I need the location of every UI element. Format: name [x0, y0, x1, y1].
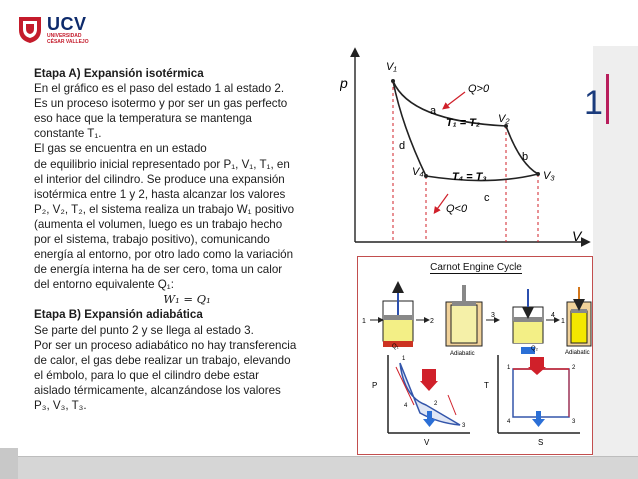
isotherm-cold-curve — [425, 173, 539, 182]
step-label-4: 4 — [551, 312, 555, 319]
carnot-title-text: Carnot Engine Cycle — [430, 262, 522, 274]
isotherm-hot-label: T₁ = T₂ — [446, 117, 480, 129]
pv-diagram: p V V₁ V₂ V₃ V₄ Q>0 Q<0 a b c — [339, 46, 593, 256]
carnot-title: Carnot Engine Cycle — [358, 262, 594, 274]
state-point-1 — [391, 79, 395, 83]
text-line: P₃, V₃, T₃. — [34, 398, 87, 412]
path-label-b: b — [522, 151, 528, 163]
text-line: El gas se encuentra en un estado — [34, 142, 207, 156]
v1-label: V₁ — [386, 61, 397, 73]
pv-mini-x-label: V — [424, 438, 430, 447]
bottom-strip — [0, 456, 638, 479]
text-line: En el gráfico es el paso del estado 1 al… — [34, 82, 285, 96]
heat-out-label: Q<0 — [446, 203, 468, 215]
logo-subtitle-line2: CÉSAR VALLEJO — [47, 39, 89, 45]
text-line: aislado térmicamente, alcanzándose los v… — [34, 383, 281, 397]
slide-number: 1 — [584, 84, 603, 122]
ts-mini-plot — [497, 355, 580, 434]
adiabatic-label-1: Adiabatic — [450, 351, 475, 357]
ts-mini-point-1: 1 — [507, 365, 511, 371]
v-axis-label: V — [572, 228, 583, 244]
right-side-panel — [593, 46, 638, 479]
pv-mini-y-label: P — [372, 381, 377, 390]
ts-mini-y-label: T — [484, 381, 489, 390]
text-line: el interior del cilindro. Se produce una… — [34, 172, 285, 186]
adiabatic-expansion-curve — [505, 125, 539, 175]
text-line: P₂, V₂, T₂, el sistema realiza un trabaj… — [34, 202, 295, 216]
ts-mini-point-4: 4 — [507, 419, 511, 425]
text-line: de calor, el gas debe realizar un trabaj… — [34, 353, 291, 367]
pv-mini-point-1: 1 — [402, 356, 406, 362]
text-line: de energía interna ha de ser cero, toma … — [34, 263, 283, 277]
v3-label: V₃ — [543, 170, 555, 182]
path-label-c: c — [484, 192, 490, 204]
step-label-1: 1 — [362, 318, 366, 325]
step-label-3: 3 — [491, 312, 495, 319]
heat-label-q2: Q₂ — [531, 346, 539, 352]
adiabatic-label-2: Adiabatic — [565, 350, 590, 356]
state-point-3 — [536, 172, 540, 176]
text-line: isotérmica entre 1 y 2, hasta alcanzar l… — [34, 187, 286, 201]
logo-subtitle: UNIVERSIDAD CÉSAR VALLEJO — [47, 33, 107, 45]
ucv-logo: UCV UNIVERSIDAD CÉSAR VALLEJO — [17, 14, 107, 48]
pv-mini-point-4: 4 — [404, 403, 408, 409]
text-line: Es un proceso isotermo y por ser un gas … — [34, 97, 288, 111]
ts-mini-x-label: S — [538, 438, 543, 447]
heat-in-label: Q>0 — [468, 83, 490, 95]
pv-mini-point-3: 3 — [462, 423, 466, 429]
p-axis-label: p — [340, 75, 348, 91]
equation-w1-q1: W₁ = Q₁ — [163, 292, 211, 307]
slide-accent-bar — [606, 74, 609, 124]
carnot-engine-figure: Carnot Engine Cycle — [357, 256, 593, 455]
logo-subtitle-line1: UNIVERSIDAD — [47, 33, 82, 39]
step-label-1-end: 1 — [561, 318, 565, 325]
heat-out-arrow — [433, 193, 449, 214]
v2-label: V₂ — [498, 113, 510, 125]
cylinder-3 — [512, 289, 544, 354]
heading-stage-a: Etapa A) Expansión isotérmica — [34, 67, 204, 80]
heat-in-arrow — [442, 91, 466, 110]
carnot-svg: 1 2 3 4 1 Q₁ Q₂ Adiabatic Adiabatic P — [362, 281, 592, 447]
pv-mini-point-2: 2 — [434, 401, 438, 407]
text-line: por el sistema, trabajo positivo), comun… — [34, 233, 270, 247]
header-area — [0, 0, 638, 46]
ucv-shield-icon — [19, 17, 41, 43]
text-line: Por ser un proceso adiabático no hay tra… — [34, 338, 297, 352]
ts-mini-point-2: 2 — [572, 365, 576, 371]
left-corner-strip — [0, 448, 18, 479]
text-line: eso hace que la temperatura se mantenga — [34, 112, 252, 126]
ts-mini-point-3: 3 — [572, 419, 576, 425]
path-label-a: a — [430, 105, 437, 117]
v4-label: V₄ — [412, 166, 424, 178]
state-point-2 — [504, 124, 508, 128]
body-text: Etapa A) Expansión isotérmica En el gráf… — [34, 66, 340, 413]
cylinder-1 — [382, 281, 414, 347]
pv-mini-plot — [387, 355, 470, 434]
text-line: Se parte del punto 2 y se llega al estad… — [34, 323, 254, 337]
logo-name: UCV — [47, 14, 87, 34]
state-point-4 — [424, 174, 428, 178]
heat-label-q1: Q₁ — [392, 344, 399, 350]
path-label-d: d — [399, 140, 405, 152]
cylinder-4-adiabatic — [566, 287, 592, 347]
isotherm-hot-curve — [392, 80, 507, 127]
text-line: energía al entorno, por otro lado como l… — [34, 248, 294, 262]
text-line: (aumenta el volumen, luego es un trabajo… — [34, 217, 283, 231]
text-line: de equilibrio inicial representado por P… — [34, 157, 290, 171]
adiabatic-compression-curve — [392, 80, 427, 177]
isotherm-cold-label: T₄ = T₃ — [452, 171, 487, 183]
pv-diagram-svg: p V V₁ V₂ V₃ V₄ Q>0 Q<0 a b c — [339, 47, 591, 247]
text-line: el émbolo, para lo que el cilindro debe … — [34, 368, 259, 382]
cylinder-2-adiabatic — [445, 285, 483, 347]
text-line: constante T₁. — [34, 127, 102, 141]
heading-stage-b: Etapa B) Expansión adiabática — [34, 308, 203, 322]
text-line: del entorno equivalente Q₁: — [34, 278, 174, 292]
step-label-2: 2 — [430, 318, 434, 325]
